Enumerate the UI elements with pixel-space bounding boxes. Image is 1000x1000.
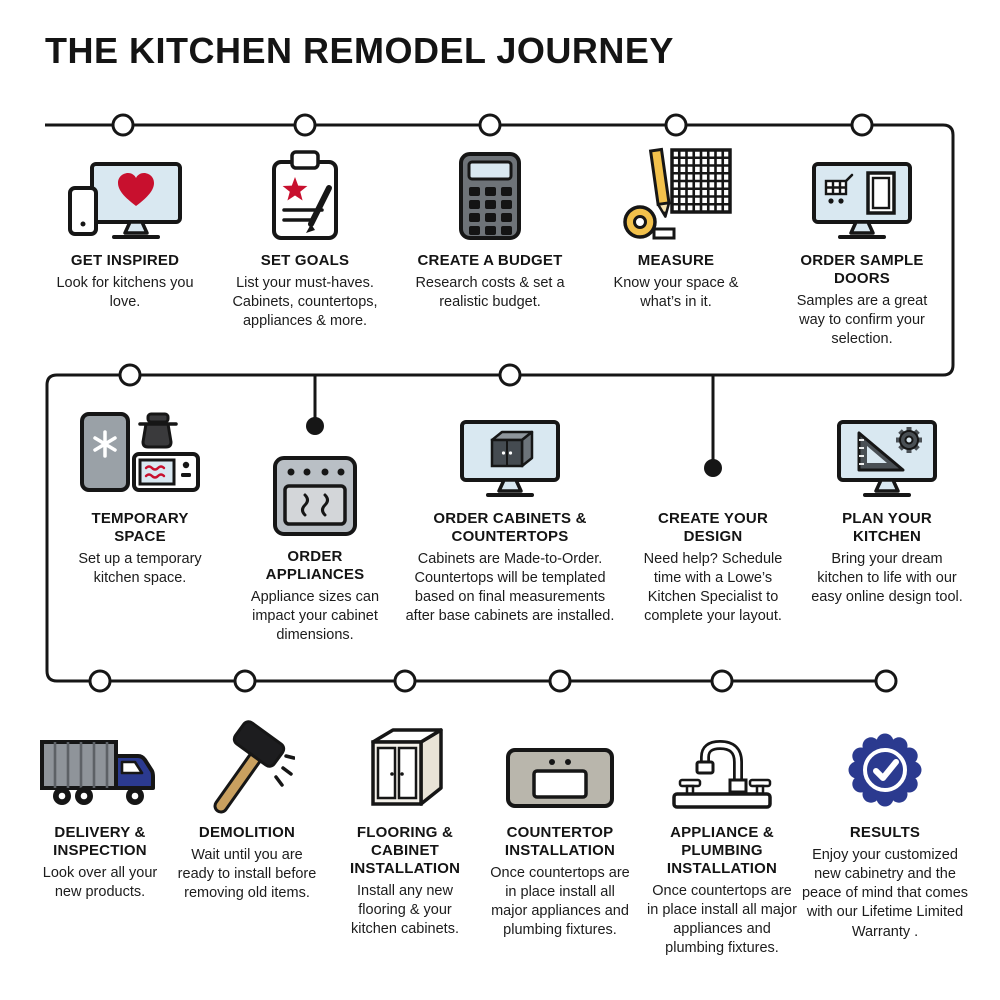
step-temporary-space: TEMPORARY SPACE Set up a temporary kitch… (50, 400, 230, 588)
delivery-truck-icon (40, 740, 155, 805)
step-title: COUNTERTOP INSTALLATION (504, 824, 616, 859)
icon-wrap (402, 146, 578, 242)
step-plan-your-kitchen: PLAN YOUR KITCHEN Bring your dream kitch… (805, 400, 969, 607)
step-order-appliances: ORDER APPLIANCES Appliance sizes can imp… (227, 400, 403, 645)
step-title: PLAN YOUR KITCHEN (842, 510, 932, 545)
step-title: DELIVERY & INSPECTION (53, 824, 147, 859)
icon-wrap (22, 702, 178, 814)
step-title: SET GOALS (260, 252, 350, 269)
step-title: GET INSPIRED (70, 252, 180, 269)
step-create-a-budget: CREATE A BUDGET Research costs & set a r… (402, 146, 578, 312)
oven-icon (273, 456, 357, 536)
step-desc: Bring your dream kitchen to life with ou… (811, 551, 963, 606)
page-title: THE KITCHEN REMODEL JOURNEY (45, 30, 674, 71)
step-title: DEMOLITION (198, 824, 296, 841)
journey-node (664, 113, 688, 137)
step-title: FLOORING & CABINET INSTALLATION (350, 824, 461, 877)
icon-wrap (227, 400, 403, 538)
cabinet-monitor-icon (460, 420, 560, 497)
countertop-sink-icon (506, 748, 614, 808)
step-desc: Need help? Schedule time with a Lowe’s K… (643, 551, 783, 625)
step-desc: Set up a temporary kitchen space. (78, 551, 202, 587)
journey-node (293, 113, 317, 137)
step-flooring-cabinet-installation: FLOORING & CABINET INSTALLATION Install … (330, 702, 480, 939)
clipboard-star-icon (272, 150, 338, 240)
step-desc: Once countertops are in place install al… (490, 865, 630, 939)
faucet-icon (672, 739, 772, 809)
step-desc: List your must-haves. Cabinets, countert… (232, 275, 378, 330)
step-appliance-plumbing-installation: APPLIANCE & PLUMBING INSTALLATION Once c… (640, 702, 804, 959)
step-countertop-installation: COUNTERTOP INSTALLATION Once countertops… (480, 702, 640, 941)
icon-wrap (588, 146, 764, 242)
step-desc: Install any new flooring & your kitchen … (350, 883, 459, 938)
journey-node (710, 669, 734, 693)
step-demolition: DEMOLITION Wait until you are ready to i… (167, 702, 327, 903)
journey-node (233, 669, 257, 693)
step-results: RESULTS Enjoy your customized new cabine… (798, 702, 972, 942)
journey-node (478, 113, 502, 137)
step-desc: Wait until you are ready to install befo… (177, 847, 317, 902)
icon-wrap (620, 400, 806, 500)
icon-wrap (37, 146, 213, 242)
icon-wrap (50, 400, 230, 500)
measuring-tools-icon (623, 147, 732, 240)
step-set-goals: SET GOALS List your must-haves. Cabinets… (215, 146, 395, 331)
journey-node (393, 669, 417, 693)
step-title: ORDER CABINETS & COUNTERTOPS (433, 510, 587, 545)
step-desc: Look over all your new products. (42, 865, 158, 901)
step-order-sample-doors: ORDER SAMPLE DOORS Samples are a great w… (782, 146, 942, 349)
step-desc: Know your space & what’s in it. (613, 275, 739, 311)
calculator-icon (459, 152, 521, 240)
step-order-cabinets-countertops: ORDER CABINETS & COUNTERTOPS Cabinets ar… (403, 400, 617, 627)
journey-node (111, 113, 135, 137)
step-title: CREATE YOUR DESIGN (658, 510, 768, 545)
step-desc: Once countertops are in place install al… (647, 883, 797, 957)
step-desc: Look for kitchens you love. (56, 275, 194, 311)
icon-wrap (403, 400, 617, 500)
monitor-heart-icon (68, 162, 182, 239)
step-desc: Appliance sizes can impact your cabinet … (250, 589, 380, 644)
step-create-your-design: CREATE YOUR DESIGN Need help? Schedule t… (620, 400, 806, 627)
warranty-badge-icon (848, 733, 922, 807)
temporary-kitchen-icon (80, 412, 200, 492)
step-desc: Research costs & set a realistic budget. (415, 275, 565, 311)
step-measure: MEASURE Know your space & what’s in it. (588, 146, 764, 312)
journey-node (88, 669, 112, 693)
icon-wrap (640, 702, 804, 814)
step-desc: Cabinets are Made-to-Order. Countertops … (405, 551, 615, 625)
icon-wrap (167, 702, 327, 814)
step-title: ORDER APPLIANCES (265, 548, 365, 583)
journey-node (874, 669, 898, 693)
icon-wrap (805, 400, 969, 500)
journey-node (548, 669, 572, 693)
sledgehammer-icon (213, 720, 295, 814)
step-title: MEASURE (637, 252, 715, 269)
step-desc: Samples are a great way to confirm your … (796, 293, 928, 348)
icon-wrap (330, 702, 480, 814)
cabinet-icon (371, 728, 443, 806)
step-title: ORDER SAMPLE DOORS (800, 252, 924, 287)
design-tools-monitor-icon (837, 420, 937, 497)
icon-wrap (782, 146, 942, 242)
step-title: APPLIANCE & PLUMBING INSTALLATION (666, 824, 778, 877)
step-desc: Enjoy your customized new cabinetry and … (801, 847, 969, 940)
journey-node (850, 113, 874, 137)
step-title: RESULTS (849, 824, 921, 841)
journey-node (498, 363, 522, 387)
step-get-inspired: GET INSPIRED Look for kitchens you love. (37, 146, 213, 312)
icon-wrap (798, 702, 972, 814)
sample-doors-monitor-icon (812, 162, 912, 239)
icon-wrap (215, 146, 395, 242)
step-delivery-inspection: DELIVERY & INSPECTION Look over all your… (22, 702, 178, 902)
journey-node (118, 363, 142, 387)
step-title: CREATE A BUDGET (417, 252, 563, 269)
step-title: TEMPORARY SPACE (91, 510, 189, 545)
icon-wrap (480, 702, 640, 814)
